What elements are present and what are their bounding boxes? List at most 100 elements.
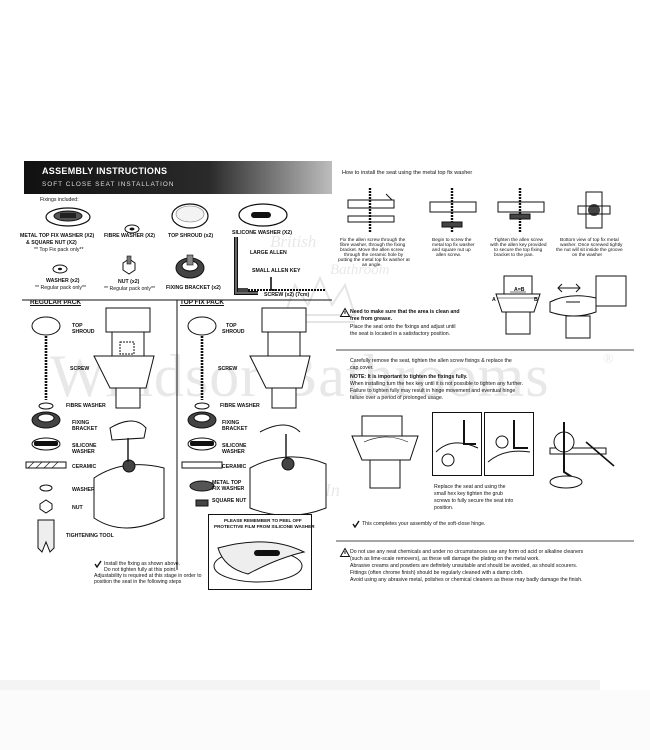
step1-line-3: bracket. Move the allen screw — [340, 248, 404, 253]
care-line-3: Abrasive creams and powders are definite… — [350, 563, 578, 569]
note-line-4: failure over a period of prolonged usage… — [350, 395, 444, 401]
regular-fixing-label: FIXING — [72, 420, 90, 426]
header-bar — [24, 161, 332, 194]
film-note-box — [208, 514, 312, 590]
topfix-silicone-label: SILICONE — [222, 443, 247, 449]
completes-check-icon — [352, 520, 360, 529]
step2-diagram — [429, 188, 477, 232]
replace-seat-line-4: position. — [434, 505, 454, 511]
step1-line-5: putting the metal top fix washer at — [338, 258, 410, 263]
alignment-a-equals-b: A=B — [514, 287, 525, 293]
right-divider-1 — [336, 349, 634, 351]
install-note-line-4: position the seat in the following steps — [94, 579, 182, 585]
replace-seat-line-2: small hex key tighten the grub — [434, 491, 503, 497]
step3-line-2: with the allen key provided — [490, 243, 547, 248]
step3-line-3: to secure the top fixing — [494, 248, 543, 253]
topfix-ceramic-label: CERAMIC — [222, 464, 247, 470]
washer-label: WASHER (x2) — [46, 278, 80, 284]
top-fix-pack-diagram — [181, 307, 327, 516]
install-note-line-2: Do not tighten fully at this point. — [104, 567, 177, 573]
note-line-3: Failure to tighten fully may result in h… — [350, 388, 516, 394]
regular-pack-diagram — [25, 307, 165, 553]
step2-line-1: Begin to screw the — [432, 238, 472, 243]
top-shroud-label: TOP SHROUD (x2) — [168, 233, 214, 239]
film-note-line-2: PROTECTIVE FILM FROM SILICONE WASHER — [214, 524, 315, 529]
regular-bracket-label: BRACKET — [72, 426, 98, 432]
fibre-washer-label: FIBRE WASHER (X2) — [104, 233, 156, 239]
hinge-detail — [549, 422, 615, 489]
step3-diagram — [497, 188, 545, 232]
step3-line-4: bracket to the pan. — [494, 253, 534, 258]
regular-pack-note-2: ** Regular pack only** — [104, 286, 156, 292]
checkmark-icon — [94, 560, 102, 569]
care-warning-icon — [339, 547, 351, 557]
topfix-bracket-label: BRACKET — [222, 426, 248, 432]
clean-area-line-1: Need to make sure that the area is clean… — [350, 309, 460, 315]
place-seat-line-2: the seat is located in a satisfactory po… — [350, 331, 451, 337]
topfix-silicone-washer-label: WASHER — [222, 449, 245, 455]
regular-pack-note-1: ** Regular pack only** — [35, 285, 87, 291]
screw-icon — [238, 288, 326, 292]
film-note-line-1: PLEASE REMEMBER TO PEEL OFF — [224, 518, 302, 523]
remove-seat-line-1: Carefully remove the seat, tighten the a… — [350, 358, 512, 364]
topfix-fixing-label: FIXING — [222, 420, 240, 426]
step3-line-1: Tighten the allen screw — [494, 238, 544, 243]
washer-icon — [52, 264, 68, 274]
hex-key-detail-1 — [432, 412, 482, 476]
note-line-2: When installing turn the hex key until i… — [350, 381, 524, 387]
step1-line-1: Fix the allen screw through the — [340, 238, 406, 243]
step1-line-4: through the ceramic hole by — [344, 253, 404, 258]
fibre-washer-icon — [124, 224, 140, 234]
replace-seat-line-3: screws to fully secure the seat into — [434, 498, 514, 504]
silicone-washer-icon — [238, 203, 288, 227]
warning-icon — [339, 307, 351, 317]
remove-seat-line-2: cap cover. — [350, 365, 374, 371]
step2-line-3: and square nut up — [432, 248, 471, 253]
alignment-label-b: B — [534, 297, 538, 303]
completes-text: This completes your assembly of the soft… — [362, 521, 486, 527]
hex-key-detail-2 — [484, 412, 534, 476]
step4-line-4: on the washer — [572, 253, 603, 258]
topfix-fibre-washer-label: FIBRE WASHER — [220, 403, 260, 409]
topfix-screw-label: SCREW — [218, 366, 238, 372]
step2-line-4: allen screw. — [436, 253, 462, 258]
install-note-line-3: Adjustability is required at this stage … — [94, 573, 202, 579]
allen-key-icon — [234, 237, 258, 295]
column-divider — [176, 300, 178, 570]
regular-top-label: TOP — [72, 323, 83, 329]
right-divider-2 — [336, 540, 634, 542]
clean-area-line-2: free from grease. — [350, 316, 393, 322]
alignment-diagram — [495, 275, 627, 339]
regular-pack-heading: REGULAR PACK — [30, 299, 82, 306]
replace-seat-diagram — [351, 415, 419, 489]
care-line-4: Fittings (often chrome finish) should be… — [350, 570, 524, 576]
top-shroud-icon — [171, 203, 209, 229]
step4-line-2: washer. Once screwed tightly — [560, 243, 623, 248]
small-allen-key-label: SMALL ALLEN KEY — [252, 268, 301, 274]
regular-silicone-washer-label: WASHER — [72, 449, 95, 455]
page-subtitle: SOFT CLOSE SEAT INSTALLATION — [42, 181, 175, 188]
top-fix-pack-heading: TOP FIX PACK — [180, 299, 225, 306]
regular-shroud-label: SHROUD — [72, 329, 95, 335]
silicone-washer-label: SILICONE WASHER (X2) — [232, 230, 292, 236]
watermark-registered: ® — [603, 352, 614, 367]
regular-washer-label: WASHER — [72, 487, 95, 493]
square-nut-label: & SQUARE NUT (X2) — [26, 240, 77, 246]
metal-top-fix-washer-label: METAL TOP FIX WASHER (X2) — [20, 233, 95, 239]
note-line-1: NOTE: It is important to tighten the fix… — [350, 374, 468, 380]
regular-fibre-washer-label: FIBRE WASHER — [66, 403, 106, 409]
topfix-fix-washer-label: FIX WASHER — [212, 486, 245, 492]
step4-line-1: Bottom view of top fix metal — [560, 238, 619, 243]
topfix-shroud-label: SHROUD — [222, 329, 245, 335]
step2-line-2: metal top fix washer — [432, 243, 475, 248]
fixing-bracket-icon — [175, 254, 205, 279]
place-seat-line-1: Place the seat onto the fixings and adju… — [350, 324, 456, 330]
nut-icon — [122, 255, 136, 275]
install-note-line-1: Install the fixing as shown above. — [104, 561, 181, 567]
alignment-label-a: A — [492, 297, 496, 303]
step4-line-3: the nut will sit inside the groove — [556, 248, 623, 253]
how-to-heading: How to install the seat using the metal … — [342, 170, 473, 176]
care-line-5: Avoid using any abrasive metal, polishes… — [350, 577, 583, 583]
large-allen-label: LARGE ALLEN — [250, 250, 287, 256]
regular-nut-label: NUT — [72, 505, 83, 511]
